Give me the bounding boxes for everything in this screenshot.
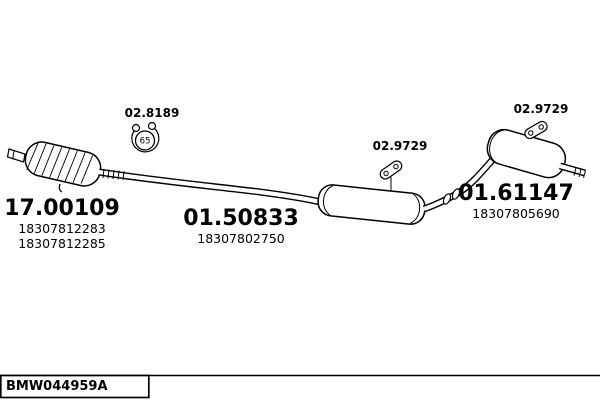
mid-label-block: 01.50833 18307802750	[176, 207, 306, 246]
connecting-pipe-drawing	[422, 155, 497, 213]
mount-65-badge: 65	[140, 137, 151, 147]
center-muffler-drawing	[317, 184, 426, 225]
cat-label-block: 17.00109 18307812283 18307812285	[0, 197, 124, 251]
mount-left-code: 02.8189	[124, 106, 180, 120]
mid-code: 01.50833	[183, 206, 299, 231]
mount-65-icon: 65	[131, 121, 160, 153]
front-pipe-drawing	[98, 168, 321, 206]
center-mount-icon	[379, 160, 403, 191]
rear-code: 01.61147	[458, 181, 574, 206]
cat-part-2: 18307812285	[18, 235, 106, 251]
catalog-reference: BMW044959A	[6, 379, 108, 394]
catalytic-converter-drawing	[24, 141, 102, 193]
mid-part-1: 18307802750	[197, 230, 285, 246]
cat-part-1: 18307812283	[18, 220, 106, 236]
mount-mid-code: 02.9729	[372, 139, 428, 153]
rear-label-block: 01.61147 18307805690	[451, 182, 581, 221]
mount-rear-code: 02.9729	[513, 102, 569, 116]
footer-rule	[0, 374, 600, 399]
rear-part-1: 18307805690	[472, 205, 560, 221]
rear-mount-icon	[524, 120, 548, 140]
inlet-flange-drawing	[6, 148, 26, 163]
cat-code: 17.00109	[4, 196, 120, 221]
